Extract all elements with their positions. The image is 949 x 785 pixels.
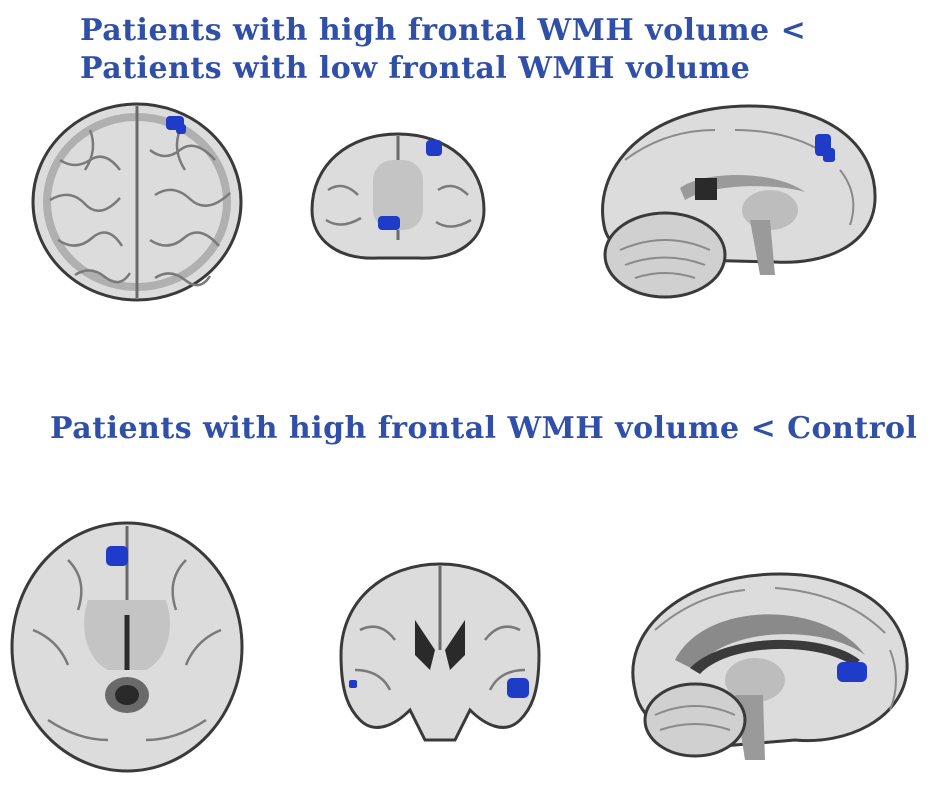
section-1-caption: Patients with high frontal WMH volume < … — [80, 13, 807, 86]
activation-cluster — [815, 134, 835, 162]
section-1-axial-view — [30, 100, 245, 305]
activation-cluster — [837, 662, 867, 682]
section-2-sagittal-view — [615, 570, 915, 765]
section-1-sagittal-view — [585, 100, 885, 300]
activation-cluster — [106, 546, 128, 566]
section-2-coronal-view — [335, 560, 545, 760]
activation-cluster — [166, 116, 186, 134]
section-2-caption: Patients with high frontal WMH volume < … — [50, 411, 918, 446]
section-1-coronal-view — [308, 130, 488, 265]
activation-cluster — [349, 678, 529, 698]
section-2-axial-view — [8, 520, 246, 775]
activation-cluster — [378, 140, 442, 230]
